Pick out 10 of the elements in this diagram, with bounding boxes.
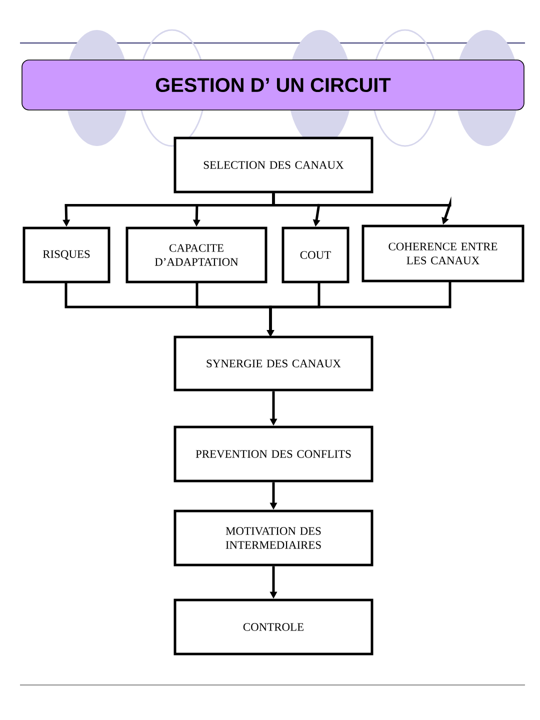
process-box: CAPACITE D’ADAPTATION xyxy=(126,226,268,284)
process-box: COUT xyxy=(282,226,350,284)
process-box: SYNERGIE DES CANAUX xyxy=(174,336,374,392)
process-box: CONTROLE xyxy=(174,598,374,656)
process-box: PREVENTION DES CONFLITS xyxy=(174,426,374,482)
process-box: RISQUES xyxy=(22,226,110,284)
process-box: COHERENCE ENTRE LES CANAUX xyxy=(362,224,524,282)
title-banner: GESTION D’ UN CIRCUIT xyxy=(22,60,524,110)
process-box: MOTIVATION DES INTERMEDIAIRES xyxy=(174,510,374,566)
process-box: SELECTION DES CANAUX xyxy=(174,136,374,194)
